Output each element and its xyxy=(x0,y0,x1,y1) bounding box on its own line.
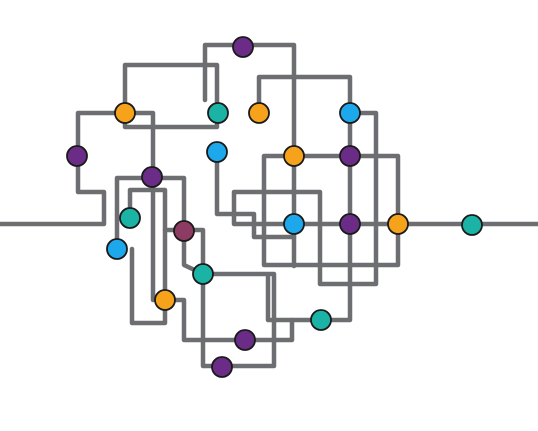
orange-circle-node-icon xyxy=(283,145,305,167)
teal-circle-node-icon xyxy=(192,263,214,285)
purple-circle-node-icon xyxy=(339,213,361,235)
connector-wire xyxy=(231,110,379,287)
mauve-circle-node-icon xyxy=(173,220,195,242)
orange-circle-node-icon xyxy=(387,213,409,235)
node-layer xyxy=(66,36,483,378)
blue-circle-node-icon xyxy=(283,213,305,235)
blue-circle-node-icon xyxy=(106,238,128,260)
blue-circle-node-icon xyxy=(206,141,228,163)
connector-wire xyxy=(127,187,295,343)
purple-circle-node-icon xyxy=(66,145,88,167)
purple-circle-node-icon xyxy=(141,166,163,188)
purple-circle-node-icon xyxy=(339,145,361,167)
purple-circle-node-icon xyxy=(234,329,256,351)
teal-circle-node-icon xyxy=(461,214,483,236)
connector-wire xyxy=(122,62,220,130)
connector-wire xyxy=(214,149,297,240)
teal-circle-node-icon xyxy=(119,207,141,229)
orange-circle-node-icon xyxy=(154,289,176,311)
purple-circle-node-icon xyxy=(211,356,233,378)
purple-circle-node-icon xyxy=(232,36,254,58)
connector-wire xyxy=(0,110,156,303)
teal-circle-node-icon xyxy=(310,309,332,331)
teal-circle-node-icon xyxy=(207,102,229,124)
wire-layer xyxy=(0,42,538,369)
orange-circle-node-icon xyxy=(248,102,270,124)
orange-circle-node-icon xyxy=(114,102,136,124)
blue-circle-node-icon xyxy=(339,102,361,124)
